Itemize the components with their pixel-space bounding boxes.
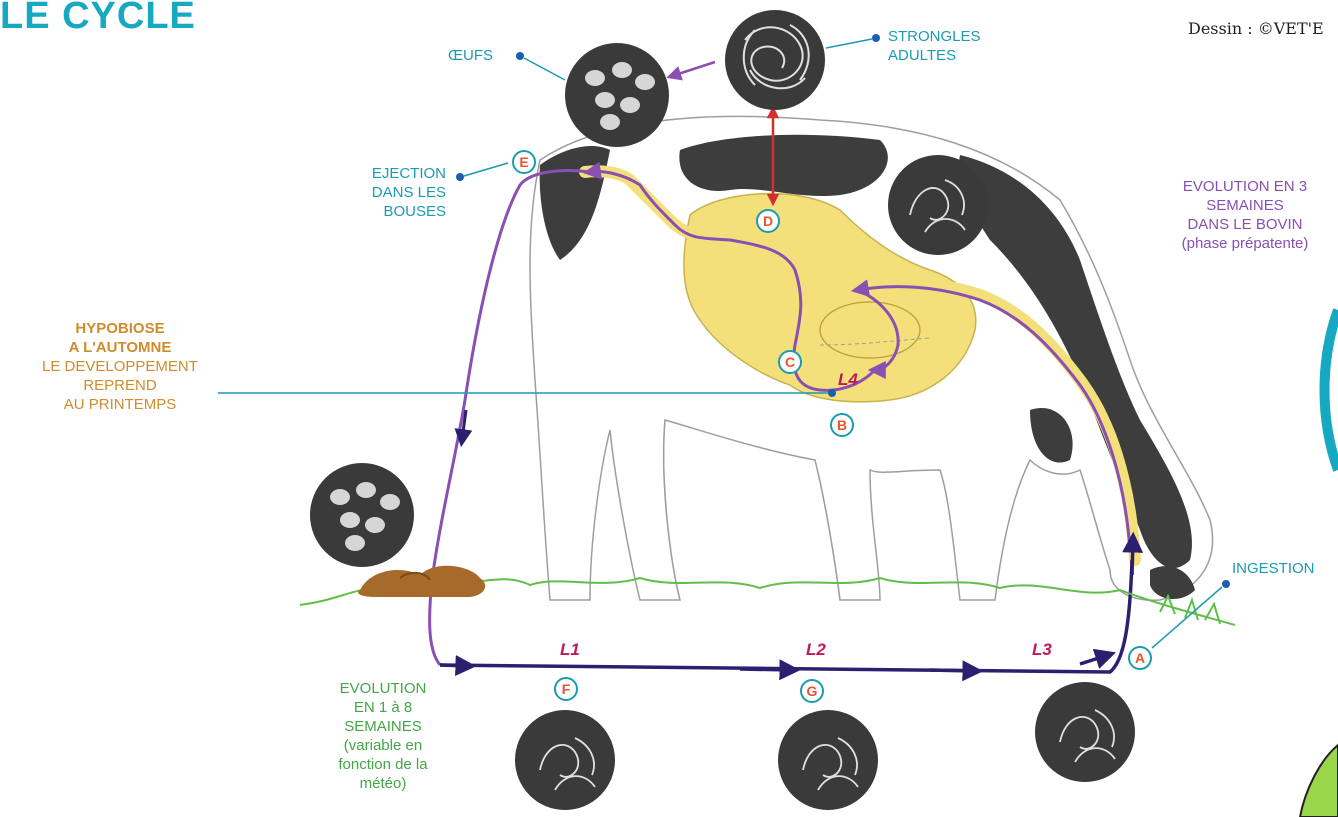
evolution-pasture-label: EVOLUTION EN 1 à 8 SEMAINES (variable en… [318,679,448,793]
marker-g: G [800,679,824,703]
dung-pile [358,566,485,597]
adult-strongles-circle [725,10,825,110]
cow-patch-back [679,135,887,196]
stage-l3-tag: L3 [1032,640,1052,660]
strongles-label: STRONGLES ADULTES [888,27,981,65]
eggs-circle-top [565,43,669,147]
corner-decoration [1300,745,1338,817]
marker-c: C [778,350,802,374]
illustration-credit: Dessin : ©VET'E [1188,20,1324,38]
evolution-bovine-label: EVOLUTION EN 3 SEMAINES DANS LE BOVIN (p… [1160,177,1330,253]
stage-l2-tag: L2 [806,640,826,660]
marker-d: D [756,209,780,233]
stage-l4-tag: L4 [838,370,858,390]
abomasum-shape [820,302,920,358]
ejection-label: EJECTION DANS LES BOUSES [330,164,446,221]
eggs-circle-ground [310,463,414,567]
larva-l2-circle [778,710,878,810]
stage-l1-tag: L1 [560,640,580,660]
marker-b: B [830,413,854,437]
marker-e: E [512,150,536,174]
ingestion-label: INGESTION [1232,559,1315,578]
larva-l3-circle [1035,682,1135,782]
marker-a: A [1128,646,1152,670]
side-decoration [1325,310,1338,470]
egg-laying-arrow [672,62,715,76]
worm-circle-cow [888,155,988,255]
larva-l1-circle [515,710,615,810]
eggs-label: ŒUFS [448,46,493,65]
page-title: LE CYCLE [0,0,196,38]
hypobiose-label: HYPOBIOSE A L'AUTOMNE LE DEVELOPPEMENT R… [20,319,220,414]
marker-f: F [554,677,578,701]
